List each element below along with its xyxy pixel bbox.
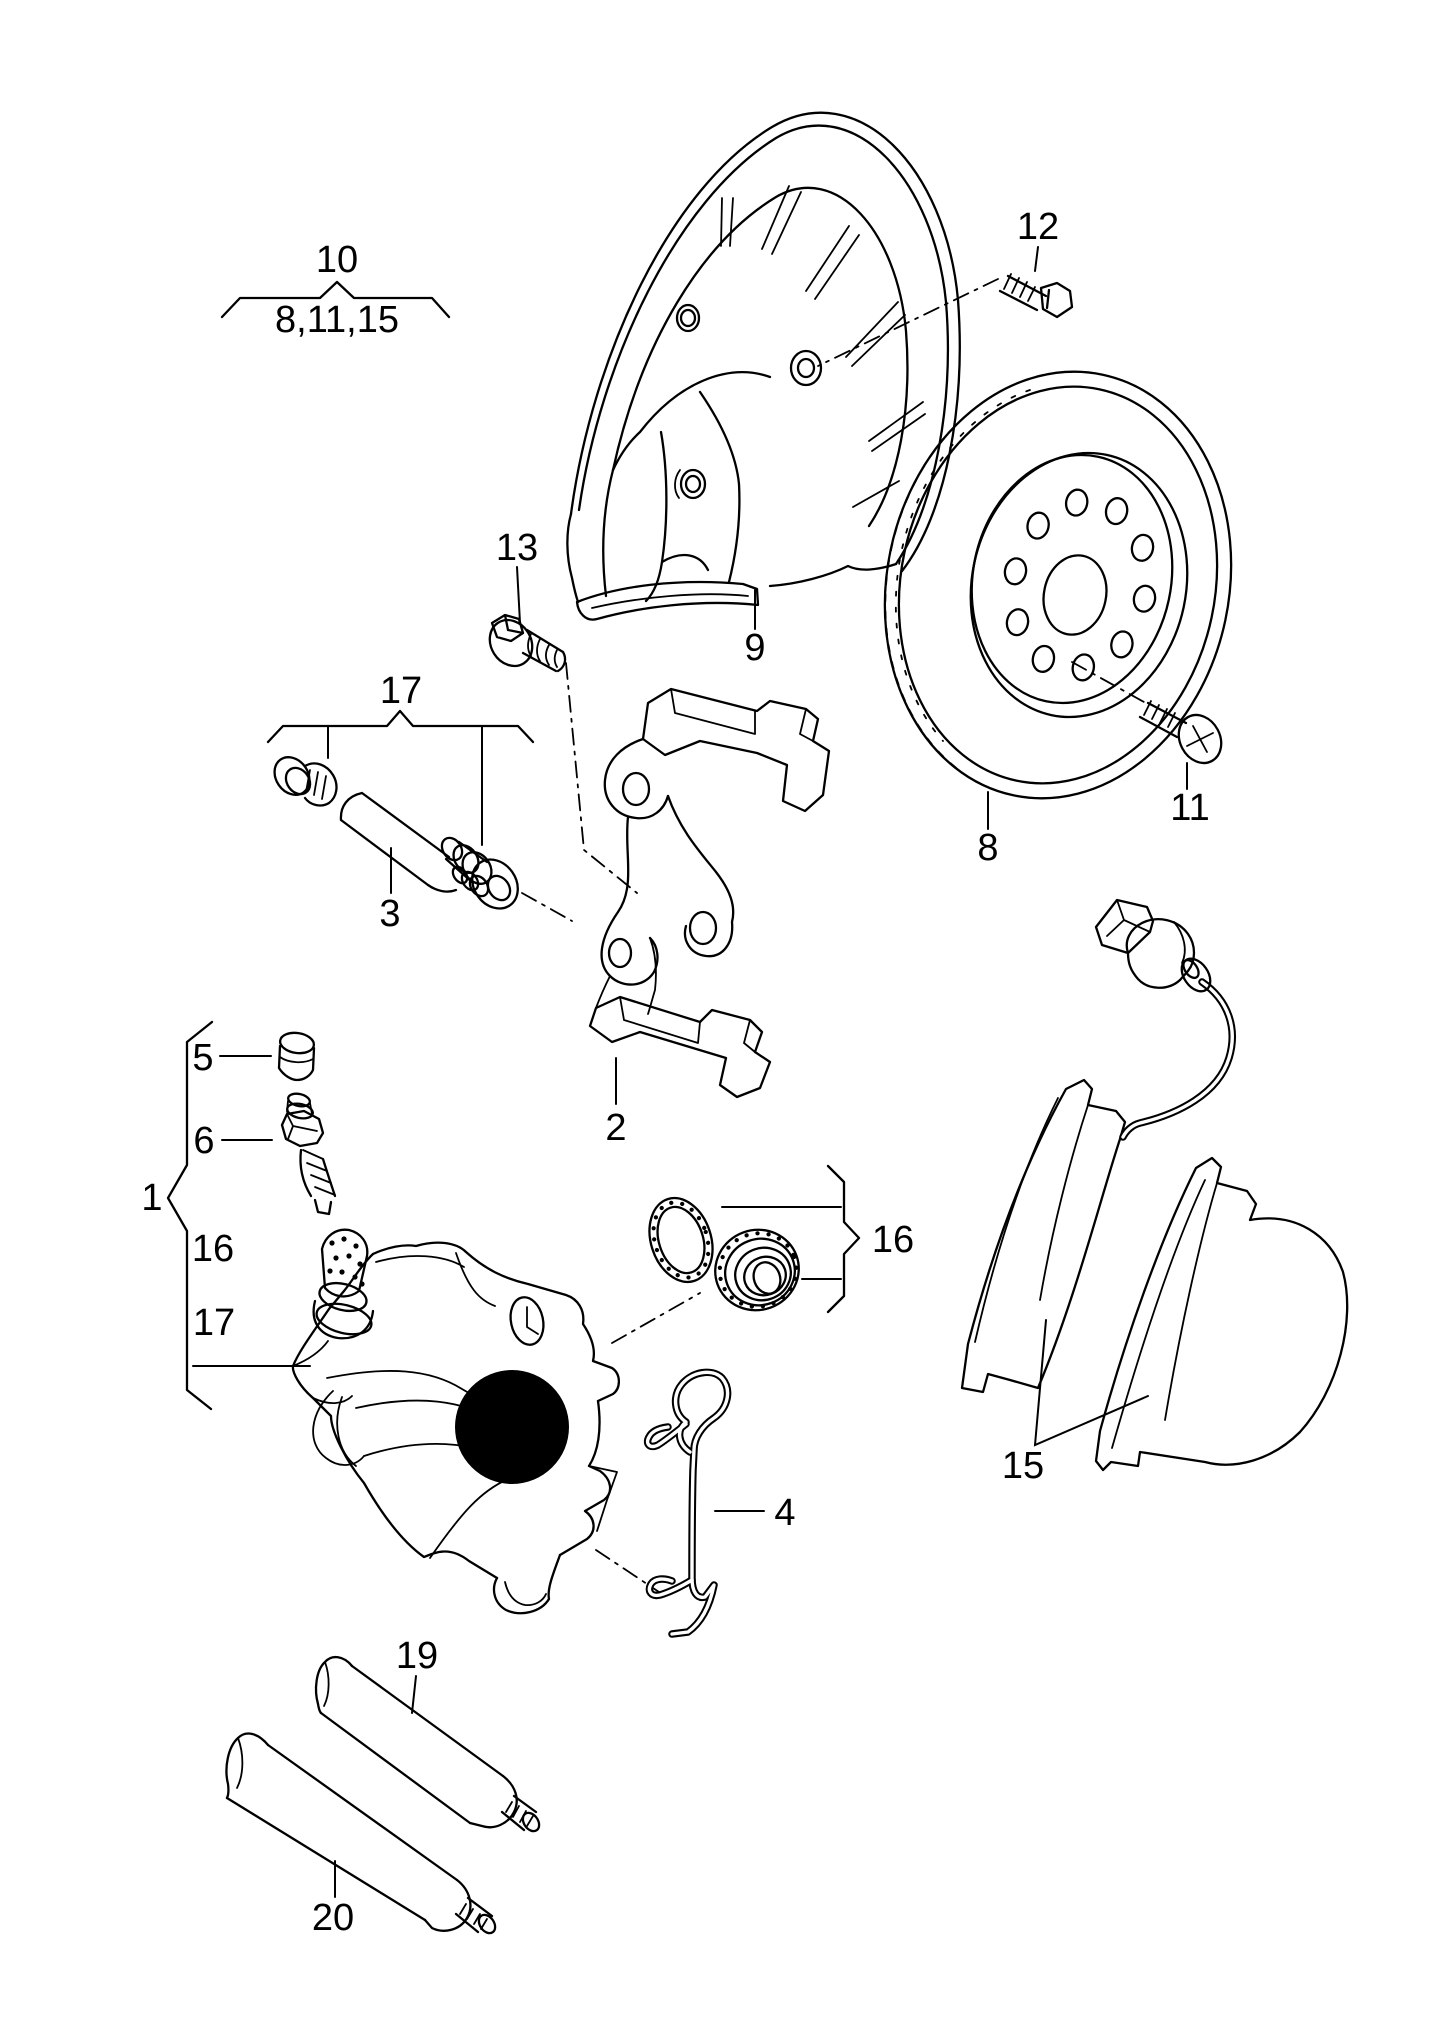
assembly-line-pin	[521, 892, 573, 922]
bracket-17	[266, 709, 535, 744]
leader-15	[1033, 1319, 1149, 1447]
caliper-housing-drawing	[291, 1228, 621, 1615]
bleeder-valve-drawing	[280, 1092, 337, 1216]
shield-mounting-holes	[674, 303, 823, 500]
bracket-10	[220, 280, 451, 319]
callout-13: 13	[496, 527, 538, 569]
callout-12: 12	[1017, 206, 1059, 248]
guide-sleeve	[320, 1228, 369, 1298]
callout-8: 8	[977, 827, 998, 869]
callout-8-11-15: 8,11,15	[275, 299, 399, 341]
callout-5: 5	[192, 1037, 213, 1079]
assembly-line-bolt13	[565, 662, 638, 894]
callout-6: 6	[193, 1120, 214, 1162]
grease-tube-19-drawing	[314, 1655, 541, 1833]
assembly-line-screw11	[1071, 661, 1145, 703]
bleeder-dust-cap-drawing	[277, 1031, 316, 1082]
callout-16-right: 16	[872, 1219, 914, 1261]
disc-screw-drawing	[1138, 700, 1223, 765]
retaining-spring-drawing	[643, 1368, 732, 1638]
disc-bolt-holes	[1003, 488, 1157, 682]
leader-12	[1034, 246, 1039, 272]
callout-9: 9	[744, 627, 765, 669]
callout-4: 4	[774, 1492, 795, 1534]
grease-tube-20-drawing	[225, 1732, 497, 1935]
callout-1: 1	[141, 1177, 162, 1219]
caliper-carrier-drawing	[588, 687, 831, 1099]
assembly-line-bolt12	[817, 278, 999, 367]
sleeve-knurl-dots	[327, 1236, 365, 1287]
brake-disc-drawing	[883, 370, 1233, 800]
callout-17-left: 17	[193, 1302, 235, 1344]
callout-20: 20	[312, 1897, 354, 1939]
callout-3: 3	[379, 893, 400, 935]
guide-pin-boot-drawing	[440, 836, 519, 910]
callout-15: 15	[1002, 1445, 1044, 1487]
callout-19: 19	[396, 1635, 438, 1677]
piston-boot	[714, 1228, 800, 1312]
wear-sensor-drawing	[1094, 898, 1236, 1141]
guide-pin-kit: 17 3	[266, 670, 573, 935]
seal-and-boot-group	[648, 1164, 861, 1314]
callout-17-top: 17	[380, 670, 422, 712]
brake-pads-drawing	[960, 1078, 1349, 1472]
piston-seal-ring	[648, 1196, 714, 1284]
callout-group-10: 10 8,11,15	[220, 239, 451, 341]
assembly-line-clip	[595, 1549, 669, 1599]
bracket-1	[166, 1020, 214, 1411]
disc-center-hole	[1042, 554, 1108, 636]
caliper-group-labels: 1 5 6 16 17	[141, 1020, 311, 1411]
caliper-bolt-drawing	[488, 613, 567, 673]
callout-11: 11	[1170, 787, 1209, 829]
splash-shield-drawing	[566, 111, 961, 621]
leader-19	[411, 1675, 417, 1714]
sensor-connector	[1094, 898, 1155, 955]
vent-edge-marks	[884, 374, 1044, 771]
guide-bushing-drawing	[273, 756, 338, 807]
filled-marker-dot	[455, 1370, 569, 1484]
assembly-line-seal	[611, 1292, 701, 1344]
inner-pad	[1094, 1156, 1349, 1472]
callout-16-left: 16	[192, 1228, 234, 1270]
bracket-16	[826, 1164, 861, 1314]
callout-2: 2	[605, 1107, 626, 1149]
leader-13	[516, 566, 521, 624]
shield-bolt-drawing	[998, 273, 1074, 319]
callout-10: 10	[316, 239, 358, 281]
